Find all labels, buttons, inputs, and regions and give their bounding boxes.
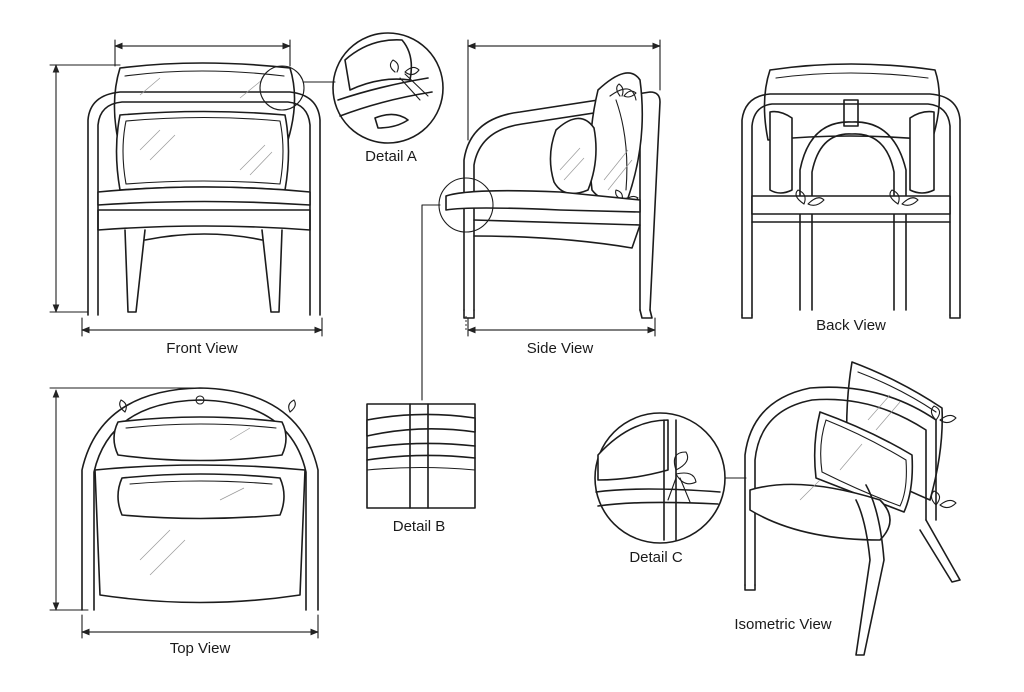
front-view-drawing (49, 39, 336, 337)
top-view-label: Top View (169, 640, 231, 657)
back-view-drawing (741, 63, 961, 319)
detail-b-drawing (366, 403, 476, 509)
detail-c-label: Detail C (629, 549, 683, 566)
isometric-view-drawing (744, 361, 961, 656)
front-view-label: Front View (166, 340, 238, 357)
detail-b-label: Detail B (392, 518, 446, 535)
detail-c-drawing (594, 412, 747, 544)
back-view-label: Back View (816, 317, 886, 334)
top-view-drawing (49, 387, 319, 639)
side-view-label: Side View (526, 340, 594, 357)
detail-a-label: Detail A (365, 148, 417, 165)
side-view-drawing (421, 39, 661, 401)
detail-a-drawing (332, 32, 444, 144)
isometric-view-label: Isometric View (734, 616, 832, 633)
